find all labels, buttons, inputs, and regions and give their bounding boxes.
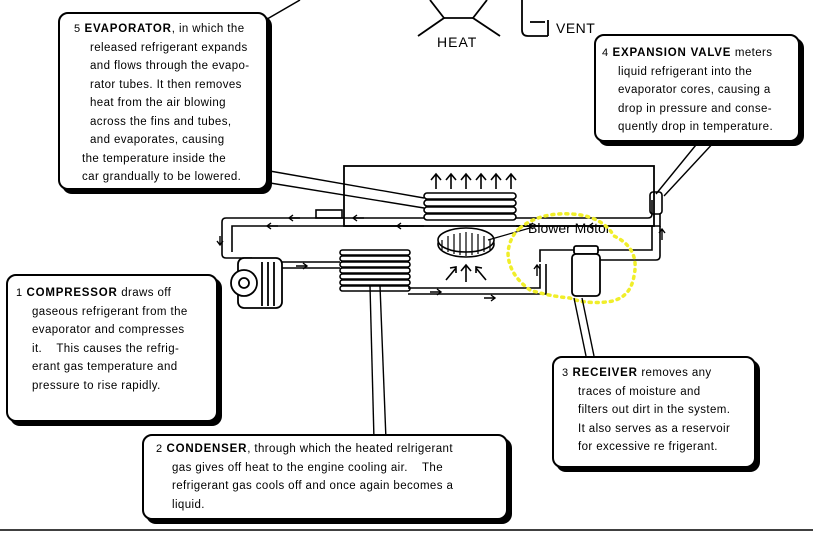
heat-label: HEAT [437, 34, 477, 50]
evaporator-line-1: released refrigerant expands [90, 41, 248, 54]
expansion-valve-line-1: liquid refrigerant into the [618, 65, 753, 78]
blower-motor-label: Blower Motor [528, 220, 611, 236]
compressor-unit [230, 257, 283, 309]
evaporator-line-0: , in which the [171, 23, 245, 35]
receiver-line-4: for excessive re frigerant. [578, 441, 718, 453]
airflow-fan-arrows [445, 263, 487, 282]
evaporator-housing [343, 165, 655, 227]
expansion-valve-title: EXPANSION VALVE [612, 47, 732, 59]
highlight-outline [506, 212, 637, 305]
airflow-up-arrows [430, 172, 517, 189]
compressor-line-1: gaseous refrigerant from the [32, 305, 188, 318]
condenser-coil [339, 249, 411, 292]
evaporator-coil [423, 192, 517, 221]
flow-arrows [216, 214, 666, 302]
compressor-line-3: it. This causes the refrig- [32, 342, 180, 355]
receiver-line-3: It also serves as a reservoir [578, 422, 731, 435]
evaporator-line-8: car grandually to be lowered. [82, 171, 242, 183]
evaporator-line-3: rator tubes. It then removes [90, 78, 242, 91]
expansion-valve-line-2: evaporator cores, causing a [618, 84, 771, 96]
compressor-line-5: pressure to rise rapidly. [32, 379, 161, 392]
compressor-line-0: draws off [117, 287, 172, 299]
condenser-line-1: gas gives off heat to the engine cooling… [172, 461, 443, 474]
evaporator-title: EVAPORATOR [84, 23, 172, 35]
condenser-line-0: , through which the heated relrigerant [247, 443, 453, 455]
vent-label: VENT [556, 20, 595, 36]
evaporator-line-7: the temperature inside the [82, 152, 227, 165]
receiver-title: RECEIVER [572, 367, 638, 379]
evaporator-line-4: heat from the air blowing [90, 97, 226, 109]
expansion-valve-line-4: quently drop in temperature. [618, 121, 774, 133]
compressor-title: COMPRESSOR [26, 287, 118, 299]
receiver-line-2: filters out dirt in the system. [578, 404, 731, 416]
compressor-number: 1 [16, 287, 23, 299]
heat-vent-icon [417, 0, 501, 37]
condenser-line-2: refrigerant gas cools off and once again… [172, 480, 454, 492]
evaporator-line-5: across the fins and tubes, [90, 115, 232, 128]
condenser-title: CONDENSER [166, 443, 248, 455]
blower-fan [437, 227, 495, 258]
expansion-valve-line-0: meters [731, 47, 773, 59]
receiver-unit [571, 245, 601, 297]
evaporator-number: 5 [74, 23, 81, 35]
compressor-line-4: erant gas temperature and [32, 361, 178, 373]
condenser-number: 2 [156, 443, 163, 455]
condenser-line-3: liquid. [172, 498, 205, 511]
expansion-valve-number: 4 [602, 47, 609, 59]
evaporator-line-6: and evaporates, causing [90, 134, 225, 146]
receiver-number: 3 [562, 367, 569, 379]
compressor-line-2: evaporator and compresses [32, 324, 185, 336]
expansion-valve-line-3: drop in pressure and conse- [618, 102, 772, 115]
evaporator-line-2: and flows through the evapo- [90, 60, 250, 72]
receiver-line-1: traces of moisture and [578, 385, 701, 398]
vent-icon [521, 0, 549, 37]
receiver-line-0: removes any [637, 367, 712, 379]
leader-lines [263, 139, 717, 441]
